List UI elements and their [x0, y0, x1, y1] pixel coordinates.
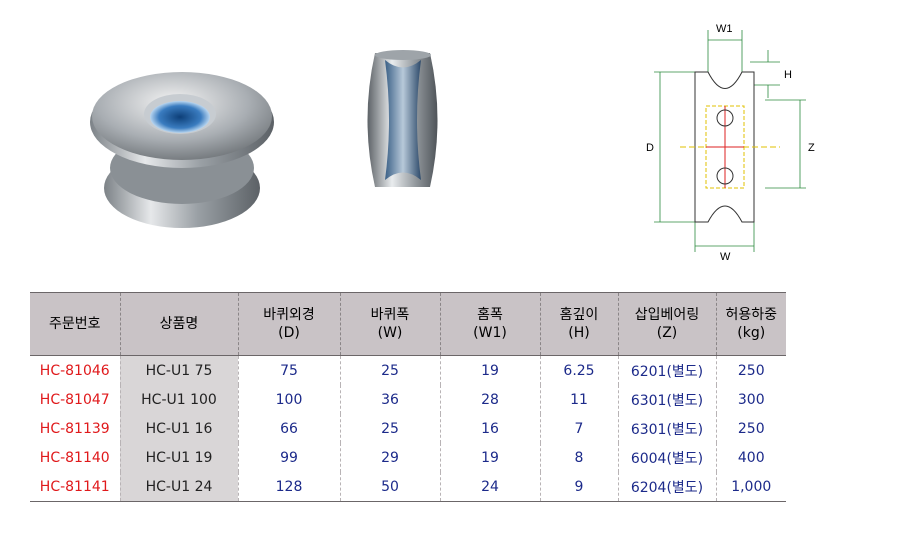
cell-kg: 1,000 — [716, 472, 786, 502]
cell-kg: 250 — [737, 420, 765, 437]
cell-w1: 16 — [440, 414, 541, 443]
header-product-name: 상품명 — [120, 292, 239, 356]
cell-w1: 19 — [440, 355, 541, 385]
order-code: HC-81046 — [30, 355, 121, 385]
label-h: H — [784, 69, 792, 81]
cell-w: 25 — [340, 414, 441, 443]
header-bearing: 삽입베어링(Z) — [618, 292, 717, 356]
order-code: HC-81140 — [30, 443, 121, 472]
product-name: HC-U1 19 — [120, 443, 239, 472]
header-groove-width: 홈폭(W1) — [440, 292, 541, 356]
cell-w: 36 — [340, 385, 441, 414]
table-row: HC-81140 HC-U1 19 99 29 19 8 6004(별도) 40… — [30, 443, 786, 472]
label-d: D — [646, 142, 654, 154]
cell-d: 100 — [238, 385, 341, 414]
product-name: HC-U1 24 — [120, 472, 239, 502]
cell-w1: 24 — [440, 472, 541, 502]
order-code: HC-81139 — [30, 414, 121, 443]
cell-h: 6.25 — [540, 355, 619, 385]
cell-d: 128 — [238, 472, 341, 502]
cell-w: 29 — [340, 443, 441, 472]
cell-d: 66 — [238, 414, 341, 443]
header-order-no: 주문번호 — [30, 292, 121, 356]
cell-d: 99 — [238, 443, 341, 472]
cell-w: 25 — [340, 355, 441, 385]
cell-h: 11 — [540, 385, 619, 414]
order-code: HC-81141 — [30, 472, 121, 502]
label-w1: W1 — [716, 23, 733, 35]
product-name: HC-U1 75 — [120, 355, 239, 385]
dimension-diagram: W1 H D Z W — [646, 23, 815, 260]
cell-w1: 28 — [440, 385, 541, 414]
header-wheel-width: 바퀴폭(W) — [340, 292, 441, 356]
cell-h: 8 — [540, 443, 619, 472]
header-groove-depth: 홈깊이(H) — [540, 292, 619, 356]
table-row: HC-81139 HC-U1 16 66 25 16 7 6301(별도) 25… — [30, 414, 786, 443]
cell-z: 6204(별도) — [618, 472, 717, 502]
cell-w: 50 — [340, 472, 441, 502]
header-load: 허용하중(kg) — [716, 292, 786, 356]
cell-h: 7 — [540, 414, 619, 443]
table-row: HC-81141 HC-U1 24 128 50 24 9 6204(별도) 1… — [30, 472, 786, 502]
label-z: Z — [808, 142, 815, 154]
cell-z: 6301(별도) — [618, 385, 717, 414]
cell-z: 6201(별도) — [618, 355, 717, 385]
table-row: HC-81047 HC-U1 100 100 36 28 11 6301(별도)… — [30, 385, 786, 414]
cell-h: 9 — [540, 472, 619, 502]
cell-kg: 250 — [737, 362, 765, 379]
cell-w1: 19 — [440, 443, 541, 472]
table-row: HC-81046 HC-U1 75 75 25 19 6.25 6201(별도)… — [30, 355, 786, 385]
product-name: HC-U1 100 — [120, 385, 239, 414]
wheel-front-photo — [90, 72, 274, 228]
spec-table: 주문번호 상품명 바퀴외경(D) 바퀴폭(W) 홈폭(W1) 홈깊이(H) 삽입… — [30, 292, 786, 502]
header-outer-diameter: 바퀴외경(D) — [238, 292, 341, 356]
label-w: W — [720, 251, 731, 260]
cell-kg: 400 — [737, 449, 765, 466]
cell-kg: 300 — [737, 391, 765, 408]
wheel-side-photo — [367, 50, 438, 187]
cell-z: 6004(별도) — [618, 443, 717, 472]
cell-d: 75 — [238, 355, 341, 385]
product-name: HC-U1 16 — [120, 414, 239, 443]
cell-z: 6301(별도) — [618, 414, 717, 443]
table-header-row: 주문번호 상품명 바퀴외경(D) 바퀴폭(W) 홈폭(W1) 홈깊이(H) 삽입… — [30, 292, 786, 356]
order-code: HC-81047 — [30, 385, 121, 414]
